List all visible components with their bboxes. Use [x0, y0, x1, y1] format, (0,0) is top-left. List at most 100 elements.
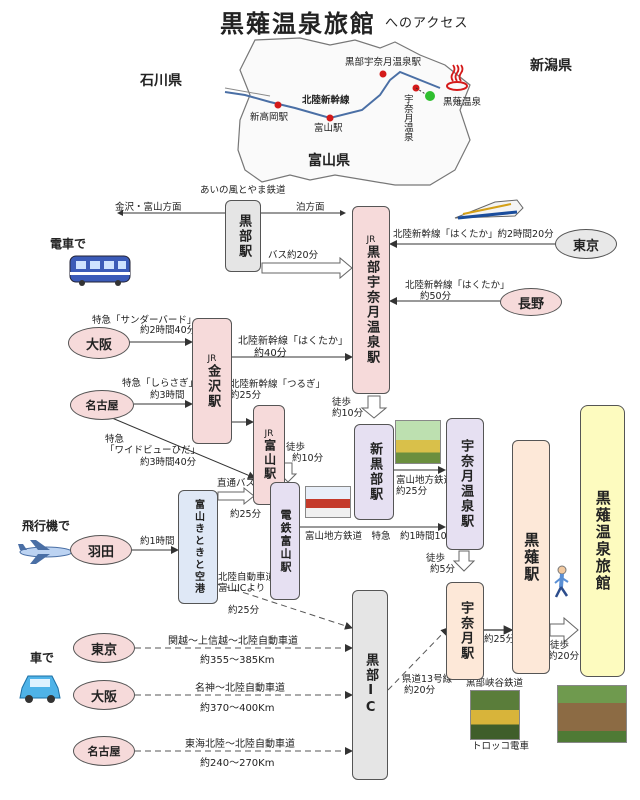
label-trolley: トロッコ電車	[472, 741, 530, 752]
photo-ryokan	[557, 685, 627, 743]
pref-toyama: 富山県	[308, 153, 350, 169]
label-direct-bus: 直通バス	[217, 478, 256, 489]
origin-nagano: 長野	[500, 288, 562, 316]
label-expressway-l3: 約25分	[228, 605, 260, 616]
photo-toyama-chiho-train	[395, 420, 441, 464]
label-car-osaka-l1: 名神〜北陸自動車道	[195, 683, 285, 694]
label-tsurugi-l2: 約25分	[230, 390, 262, 401]
shinkansen-icon	[454, 199, 524, 220]
map-label-kurobe-unazuki: 黒部宇奈月温泉駅	[345, 57, 422, 68]
label-toyama-chiho-l2: 約25分	[396, 486, 428, 497]
train-icon	[69, 255, 131, 286]
label-nagano-line1: 北陸新幹線「はくたか」	[405, 280, 510, 291]
label-walk5-l1: 徒歩	[426, 553, 446, 564]
label-walk20-l1: 徒歩	[550, 640, 570, 651]
node-kanazawa-label: 金沢駅	[205, 363, 221, 409]
label-kanazawa-hakutaka: 北陸新幹線「はくたか」	[238, 336, 348, 347]
label-nagoya-l2: 約3時間	[150, 390, 185, 401]
label-walk10b-l1: 徒歩	[286, 442, 306, 453]
map-station-toyama	[326, 114, 334, 122]
node-kanazawa: JR 金沢駅	[192, 318, 232, 444]
label-expressway-l2: 富山ICより	[218, 583, 266, 594]
node-kuronagi: 黒薙駅	[512, 440, 550, 674]
label-expressway-l1: 北陸自動車道	[218, 572, 276, 583]
label-direct-bus-t: 約25分	[230, 509, 262, 520]
direct-bus-arrow	[217, 486, 255, 506]
bus-arrow	[261, 256, 353, 280]
node-toyama-airport: 富山きときと空港	[178, 490, 218, 604]
label-gorge-25: 約25分	[484, 634, 516, 645]
label-kendo13-l1: 県道13号線	[402, 674, 453, 685]
origin-haneda: 羽田	[70, 535, 132, 565]
label-car-nagoya-l1: 東海北陸〜北陸自動車道	[185, 739, 295, 750]
map-shinkansen-line	[224, 70, 441, 120]
label-widev-l2: 「ワイドビューひだ」	[105, 445, 201, 456]
origin-nagoya: 名古屋	[70, 390, 134, 420]
label-car-osaka-l2: 約370〜400Km	[200, 703, 275, 714]
jr-mark: JR	[264, 429, 274, 439]
label-walk10a-l1: 徒歩	[332, 397, 352, 408]
label-kendo13-l2: 約20分	[404, 685, 436, 696]
walk-arrow-4	[549, 616, 579, 644]
node-unazuki: 宇奈月駅	[446, 582, 484, 680]
label-limited: 富山地方鉄道 特急 約1時間10分	[305, 531, 457, 542]
label-widev-l3: 約3時間40分	[140, 457, 197, 468]
map-onsen-kuronagi	[425, 91, 435, 101]
label-kanazawa-hakutaka2: 約40分	[254, 348, 287, 359]
label-gorge-name: 黒部峡谷鉄道	[466, 678, 524, 689]
label-walk20-l2: 約20分	[548, 651, 580, 662]
origin-osaka-car: 大阪	[73, 680, 135, 710]
label-tokyo-line: 北陸新幹線「はくたか」約2時間20分	[393, 229, 554, 240]
label-walk5-l2: 約5分	[430, 564, 456, 575]
node-kurobe-ic: 黒部IC	[352, 590, 388, 780]
photo-limited-express	[305, 486, 351, 518]
label-tsurugi-l1: 北陸新幹線「つるぎ」	[230, 379, 326, 390]
label-ainokaze: あいの風とやま鉄道	[200, 185, 286, 196]
map-label-shintakaoka: 新高岡駅	[250, 112, 289, 123]
pref-niigata: 新潟県	[530, 58, 572, 74]
walk-arrow-1	[360, 395, 388, 419]
node-shin-kurobe: 新黒部駅	[354, 424, 394, 520]
jr-mark: JR	[207, 353, 217, 364]
node-toyama-label: 富山駅	[262, 439, 277, 481]
label-walk10a-l2: 約10分	[332, 408, 364, 419]
origin-osaka: 大阪	[68, 327, 130, 359]
jr-mark: JR	[366, 235, 376, 245]
map-station-kurobe-unazuki	[379, 70, 387, 78]
label-haneda: 約1時間	[140, 536, 175, 547]
mode-car-label: 車で	[30, 651, 55, 665]
label-toyama-chiho-l1: 富山地方鉄道	[396, 475, 454, 486]
map-label-kuronagi: 黒薙温泉	[443, 97, 482, 108]
origin-nagoya-car: 名古屋	[73, 736, 135, 766]
map-label-toyama: 富山駅	[314, 123, 343, 134]
node-kurobe-unazuki-onsen-label: 黒部宇奈月温泉駅	[364, 245, 380, 365]
label-bus: バス約20分	[268, 250, 319, 261]
mode-plane-label: 飛行機で	[22, 519, 71, 533]
pref-ishikawa: 石川県	[140, 73, 182, 89]
airplane-icon	[18, 540, 73, 564]
page-subtitle: へのアクセス	[385, 16, 469, 31]
label-walk10b-l2: 約10分	[292, 453, 324, 464]
car-icon	[19, 675, 61, 703]
node-ryokan: 黒薙温泉旅館	[580, 405, 625, 677]
node-kurobe-station: 黒部駅	[225, 200, 261, 272]
photo-trolley-train	[470, 690, 520, 740]
label-nagoya-l1: 特急「しらさぎ」	[122, 378, 199, 389]
label-nagano-line2: 約50分	[420, 291, 452, 302]
label-car-tokyo-l1: 関越〜上信越〜北陸自動車道	[168, 636, 298, 647]
page-title: 黒薙温泉旅館	[220, 9, 376, 38]
map-ainokaze-line	[224, 87, 271, 97]
label-widev-l1: 特急	[105, 434, 125, 445]
label-kanazawa-dir: 金沢・富山方面	[115, 202, 182, 213]
label-osaka-l2: 約2時間40分	[140, 325, 197, 336]
map-label-unazuki: 宇奈月温泉	[401, 94, 413, 142]
node-kurobe-unazuki-onsen: JR 黒部宇奈月温泉駅	[352, 206, 390, 394]
mode-train-label: 電車で	[50, 237, 87, 251]
node-dentetsu-toyama: 電鉄富山駅	[270, 482, 300, 600]
walker-icon	[554, 565, 569, 598]
origin-tokyo-car: 東京	[73, 633, 135, 663]
map-station-shintakaoka	[274, 101, 282, 109]
origin-tokyo: 東京	[555, 229, 617, 259]
